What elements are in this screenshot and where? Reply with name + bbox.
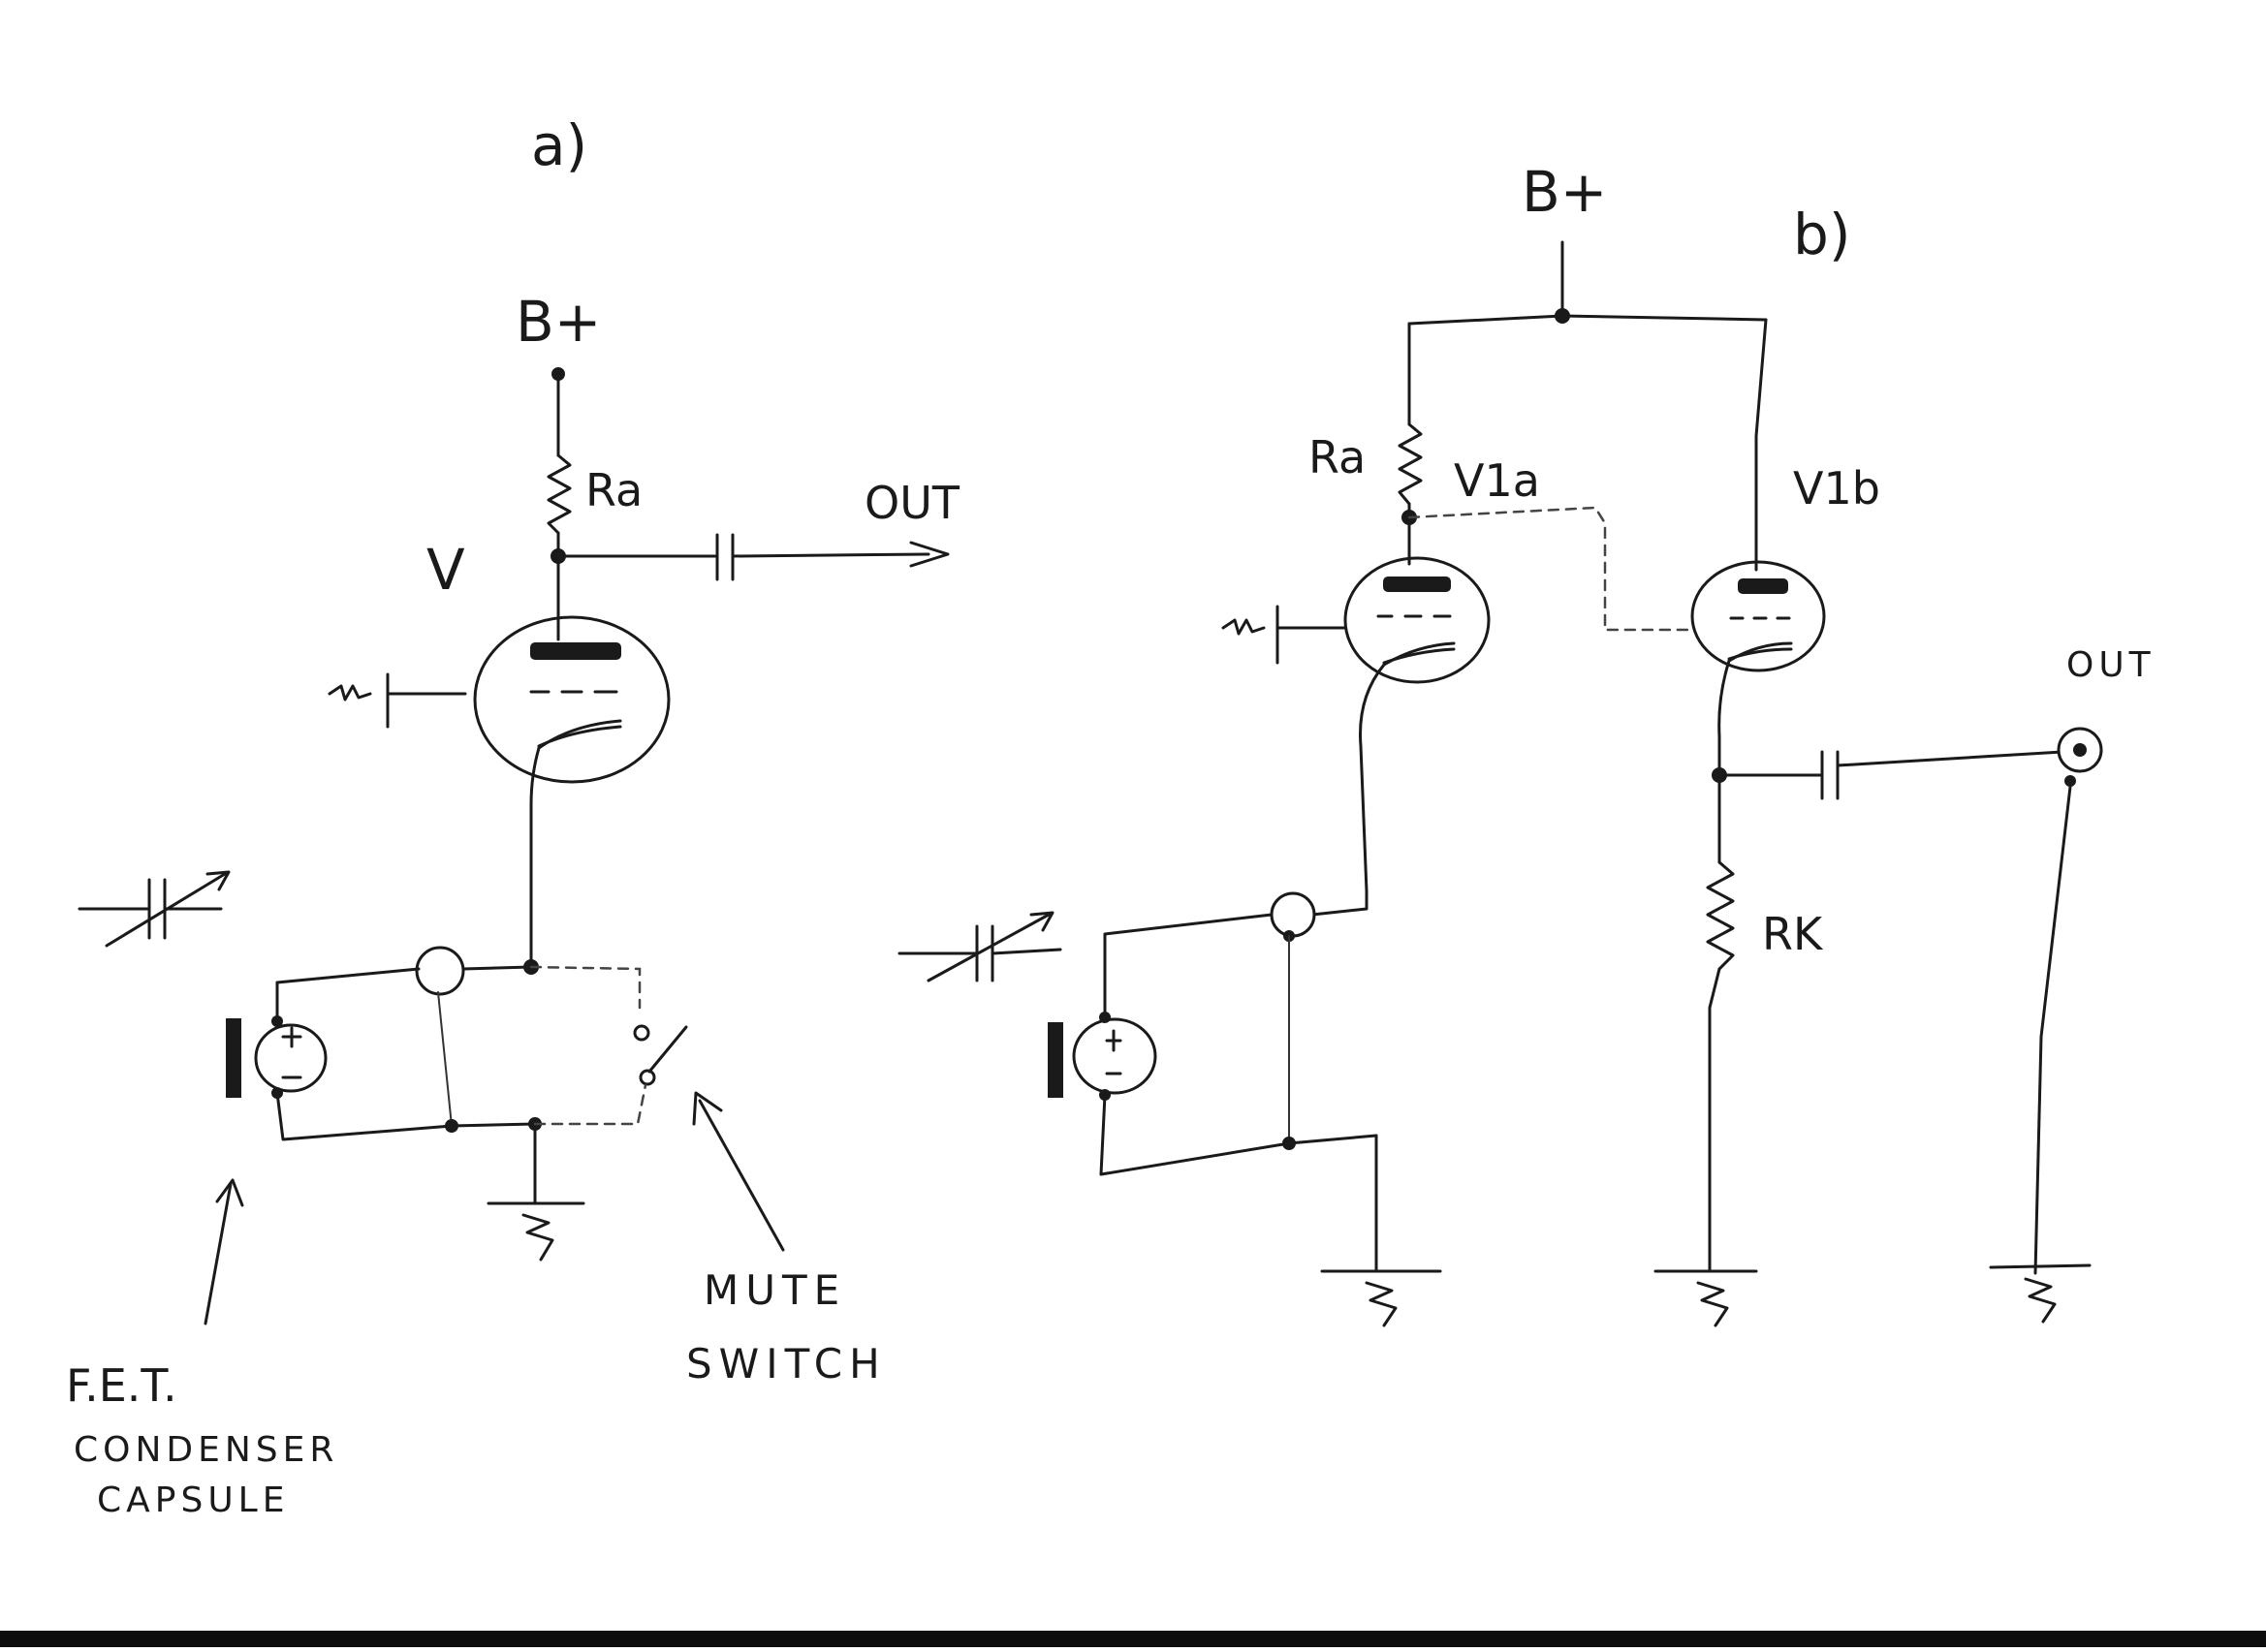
panel-a-out-wire-right [731, 552, 930, 558]
panel-b-ground-bar-out [1989, 1263, 2092, 1269]
panel-a-capsule-pointer-head [215, 1178, 244, 1207]
panel-b-tube-b-plate [1738, 578, 1788, 594]
panel-b-interstage-wire [1407, 506, 1694, 632]
panel-a-switch-pointer-head [692, 1091, 723, 1126]
panel-a-switch-pointer [698, 1099, 785, 1252]
panel-b-capsule-top-pin [1099, 1012, 1111, 1023]
panel-a-tube-label: V [426, 537, 465, 603]
panel-a-title: a) [531, 112, 587, 178]
panel-b-cathode-resistor-label: RK [1762, 908, 1824, 960]
panel-a-circuit: a) B+ Ra OUT V [66, 112, 960, 1520]
panel-b-tube-b-cathode-heat [1727, 647, 1793, 661]
panel-a-mute-switch-blade [647, 1025, 688, 1074]
panel-b-title: b) [1793, 202, 1850, 267]
panel-b-ground-symbol-rk [1696, 1281, 1729, 1327]
panel-a-capsule-top-wire [275, 967, 421, 984]
panel-b-tube-b-envelope [1690, 560, 1826, 672]
panel-b-tube-a-plate [1383, 577, 1451, 592]
panel-a-capsule-polarity [281, 1026, 302, 1079]
panel-b-capsule-diaphragm [1048, 1022, 1063, 1098]
panel-b-output-jack-sleeve [2064, 775, 2076, 787]
panel-a-output-arrow [909, 541, 950, 568]
panel-b-anode-resistor-label: Ra [1308, 431, 1366, 483]
panel-b-output-ground-lead [2033, 785, 2072, 1275]
panel-a-variable-capacitor [78, 870, 231, 948]
panel-b-circuit: b) B+ Ra V1a V1b [897, 159, 2156, 1327]
panel-a-cathode-lead [529, 746, 541, 969]
panel-a-tube-plate [530, 642, 621, 660]
panel-b-capsule-polarity [1105, 1029, 1122, 1075]
panel-b-tube-a-cathode-heat [1382, 647, 1456, 665]
panel-a-tube-cathode [537, 719, 622, 750]
panel-b-supply-label: B+ [1522, 159, 1607, 225]
panel-b-tube-a-grid-stub [1221, 618, 1266, 636]
panel-a-switch-label-line2: SWITCH [686, 1340, 887, 1387]
panel-b-capsule-top-wire [1103, 913, 1274, 1015]
panel-b-coupling-capacitor [1820, 750, 1840, 800]
panel-b-supply-rail [1407, 314, 1768, 326]
panel-a-tube-envelope [473, 615, 671, 784]
panel-a-mute-switch-contact-bottom [639, 1069, 656, 1086]
panel-a-fet-to-node-wire [461, 965, 533, 971]
panel-b-ground-symbol-fet [1365, 1281, 1398, 1327]
panel-b-tube-a-cathode-lead [1310, 663, 1386, 917]
panel-b-tube-b-cathode-lead [1717, 659, 1731, 777]
panel-a-switch-label-line1: MUTE [704, 1266, 846, 1314]
panel-a-anode-resistor [547, 453, 572, 535]
panel-b-capsule-bottom-wire [1099, 1093, 1378, 1176]
panel-b-ground-symbol-out [2024, 1277, 2057, 1324]
panel-a-supply-terminal [551, 367, 565, 381]
panel-a-capsule-label-line2: CONDENSER [74, 1430, 338, 1470]
panel-b-tube-a-envelope [1343, 556, 1491, 684]
panel-b-rk-bottom-lead [1708, 967, 1721, 1273]
panel-a-capsule-top-pin [271, 1015, 283, 1027]
panel-a-tube-cathode-heat [537, 725, 622, 748]
panel-a-capsule-body [254, 1023, 328, 1093]
panel-b-anode-resistor [1398, 422, 1423, 506]
panel-a-fet-gate-lead [437, 991, 453, 1127]
panel-a-capsule-diaphragm [226, 1018, 241, 1098]
panel-a-fet-transistor [415, 946, 465, 996]
panel-a-mute-switch-top-wire [529, 965, 642, 1010]
panel-a-coupling-capacitor [715, 533, 735, 581]
panel-b-right-supply-drop [1754, 318, 1768, 572]
panel-a-capsule-pointer [204, 1182, 233, 1325]
panel-b-fet-transistor [1270, 891, 1316, 938]
panel-b-tube-a-label: V1a [1454, 454, 1540, 507]
panel-b-output-jack-center [2073, 743, 2087, 757]
panel-a-grid-resistor-stub [328, 684, 372, 701]
panel-a-anode-resistor-label: Ra [585, 464, 643, 516]
panel-b-cathode-resistor [1706, 860, 1735, 971]
panel-a-mute-switch-contact-top [633, 1024, 650, 1042]
panel-a-ground-symbol [521, 1213, 554, 1262]
panel-b-out-wire-right [1836, 750, 2064, 767]
panel-b-output-label: OUT [2066, 645, 2156, 685]
scan-bottom-edge [0, 1631, 2266, 1647]
panel-a-supply-label: B+ [516, 289, 601, 355]
panel-b-capsule-body [1072, 1017, 1157, 1095]
panel-a-capsule-bottom-wire [275, 1091, 537, 1141]
panel-a-capsule-label-line1: F.E.T. [66, 1359, 177, 1412]
panel-a-capsule-label-line3: CAPSULE [97, 1481, 289, 1520]
panel-a-mute-switch-bottom-wire [533, 1083, 647, 1126]
panel-a-bottom-node-left [445, 1119, 458, 1133]
panel-b-variable-capacitor [897, 911, 1062, 982]
panel-a-output-label: OUT [865, 477, 960, 529]
panel-b-bottom-node [1282, 1137, 1296, 1150]
panel-b-tube-b-label: V1b [1793, 462, 1880, 514]
